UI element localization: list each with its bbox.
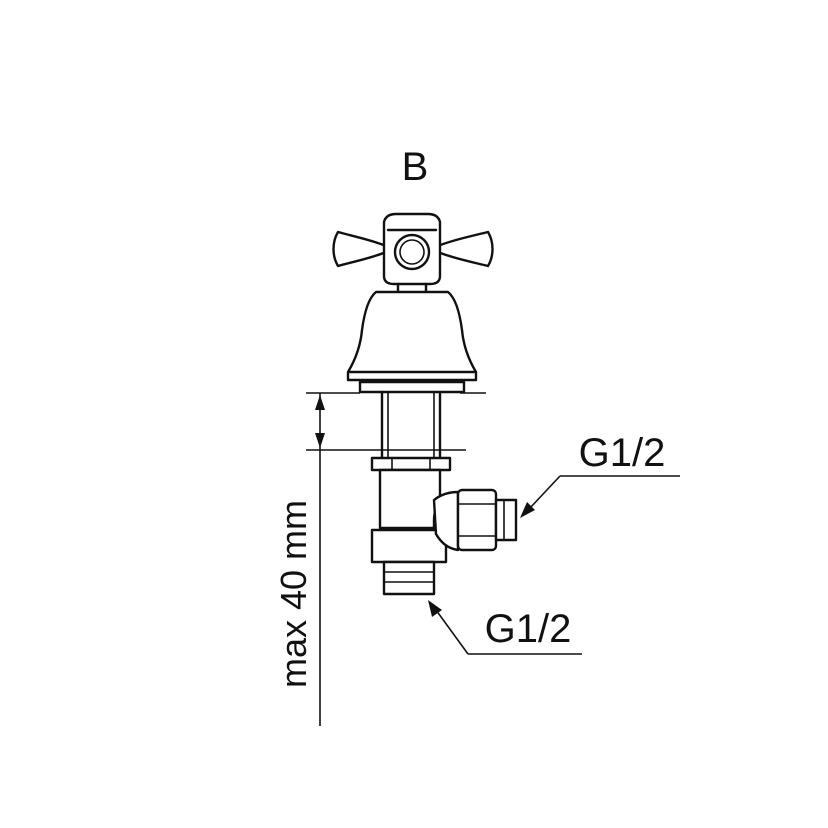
handle-center-inner — [399, 239, 425, 265]
dimension-marks: max 40 mm — [273, 392, 486, 726]
bottom-callout-leader — [435, 609, 469, 655]
bell-base-ring — [358, 380, 466, 394]
bottom-thread-label: G1/2 — [485, 607, 572, 651]
valve-body — [378, 468, 442, 530]
valve-shank — [370, 390, 452, 596]
dim-arrow-top — [315, 395, 325, 410]
side-thread-callout: G1/2 — [520, 431, 680, 518]
handle-left-arm — [332, 230, 388, 268]
side-callout-leader — [529, 475, 561, 509]
dim-arrow-bottom — [315, 433, 325, 448]
outlet-elbow — [432, 490, 460, 552]
bottom-callout-arrow — [428, 600, 442, 617]
handle-right-arm — [436, 230, 494, 268]
outlet-nut — [456, 488, 498, 552]
side-outlet — [432, 488, 518, 552]
side-callout-arrow — [520, 502, 535, 518]
bell-body — [346, 290, 478, 382]
cross-handle — [332, 212, 494, 294]
lock-nut — [370, 456, 452, 472]
bell-cover — [346, 290, 478, 394]
body-collar — [370, 528, 448, 564]
outlet-thread — [494, 498, 518, 542]
side-thread-label: G1/2 — [579, 431, 666, 475]
dimension-label: max 40 mm — [273, 500, 314, 688]
view-label: B — [402, 145, 429, 189]
bottom-thread-callout: G1/2 — [428, 600, 582, 655]
bottom-thread-connector — [382, 560, 436, 596]
